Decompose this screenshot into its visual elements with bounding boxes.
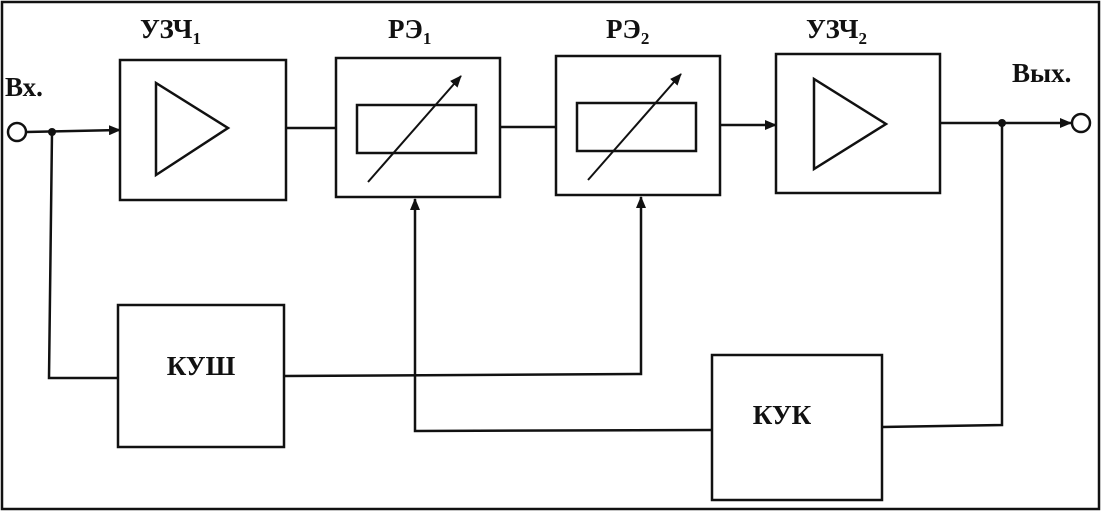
output-terminal [1070,112,1092,134]
uzch2-amplifier-icon [812,76,889,172]
kush-block [116,303,286,449]
wire-kuk-to-re1 [410,198,713,433]
re1-variable-resistor-icon [355,103,478,155]
output-label: Вых. [1012,58,1071,88]
re2-label-sub: 2 [641,29,650,48]
input-terminal [6,121,28,143]
kuk-block [710,353,884,502]
re2-variable-resistor-icon [575,101,698,153]
wire-input-to-kush [47,131,118,380]
wire-kush-to-re2 [283,196,646,378]
wire-in-to-uzch1 [25,125,121,136]
uzch1-label: УЗЧ1 [140,14,201,48]
re2-label-main: РЭ [606,14,641,44]
re1-variable-arrow-line [367,75,462,183]
wire-output-to-kuk [881,123,1004,429]
uzch2-label-main: УЗЧ [806,14,859,44]
re2-label: РЭ2 [606,14,649,48]
kuk-label: КУК [753,400,812,430]
re1-label: РЭ1 [388,14,431,48]
input-label: Вх. [5,72,43,102]
re1-label-main: РЭ [388,14,423,44]
re1-label-sub: 1 [423,29,432,48]
uzch2-label-sub: 2 [859,29,868,48]
uzch1-amplifier-icon [154,80,231,178]
uzch1-label-main: УЗЧ [140,14,193,44]
uzch1-block [118,58,288,202]
uzch1-label-sub: 1 [193,29,202,48]
kush-label: КУШ [167,351,236,381]
uzch2-label: УЗЧ2 [806,14,867,48]
re2-variable-arrow-line [587,73,682,181]
uzch2-block [774,52,942,195]
